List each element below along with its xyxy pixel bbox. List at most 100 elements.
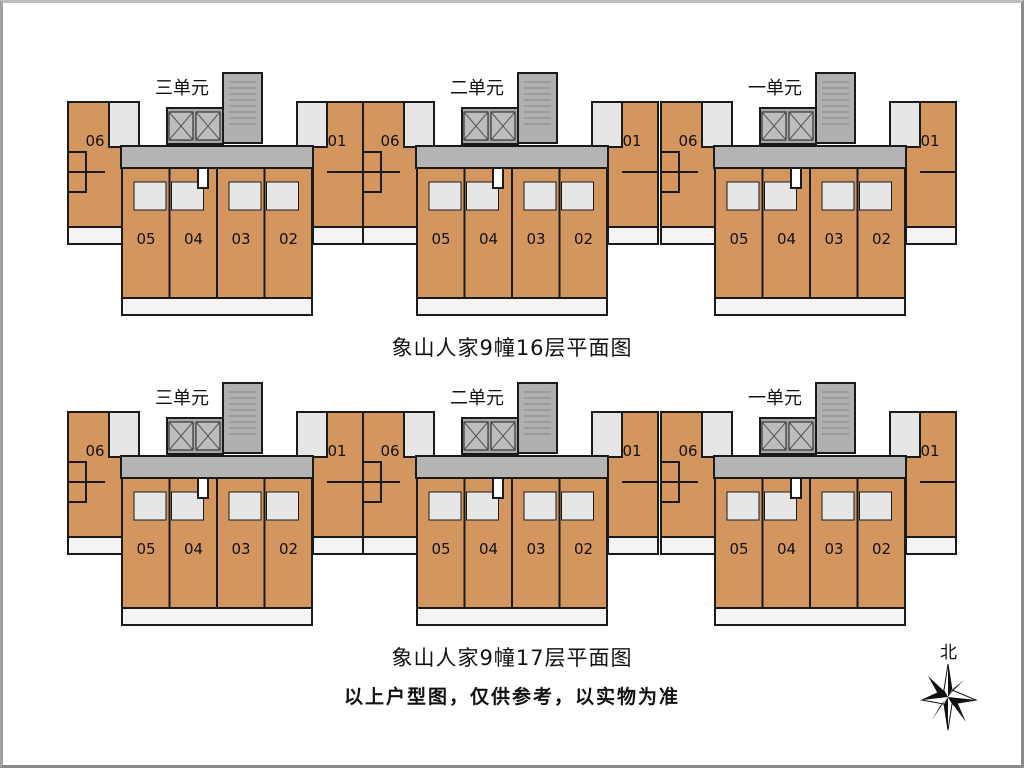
room-label: 01: [920, 132, 939, 150]
room-label: 03: [526, 540, 545, 558]
bathroom: [403, 101, 435, 148]
elevator-x: [168, 111, 194, 141]
elevator-x: [788, 111, 814, 141]
room-label: 05: [431, 540, 450, 558]
bathroom: [266, 181, 299, 211]
bathroom: [726, 181, 760, 211]
room-label: 01: [622, 132, 641, 150]
elevator-x: [761, 111, 787, 141]
room-label: 03: [526, 230, 545, 248]
unit-label: 二单元: [450, 388, 504, 409]
north-label: 北: [940, 643, 957, 663]
balcony-strip: [416, 606, 608, 626]
room-label: 04: [184, 230, 203, 248]
balcony-strip: [714, 296, 906, 316]
room-label: 05: [729, 540, 748, 558]
elevator-x: [788, 421, 814, 451]
bathroom: [228, 181, 262, 211]
bathroom: [133, 181, 167, 211]
bathroom: [726, 491, 760, 521]
unit-label: 三单元: [155, 78, 209, 99]
stairwell: [815, 382, 856, 454]
unit-label: 一单元: [748, 388, 802, 409]
bathroom: [523, 491, 557, 521]
room-label: 02: [574, 540, 593, 558]
bathroom: [859, 491, 892, 521]
bathroom: [108, 411, 140, 458]
room-label: 04: [777, 230, 796, 248]
room-label: 06: [85, 442, 104, 460]
bathroom: [266, 491, 299, 521]
bathroom: [296, 411, 328, 458]
room-label: 05: [431, 230, 450, 248]
elevator-x: [195, 111, 221, 141]
compass-icon: [920, 663, 978, 731]
room-label: 01: [622, 442, 641, 460]
shaft: [492, 477, 504, 499]
floor-16-title: 象山人家9幢16层平面图: [391, 336, 633, 360]
room-label: 01: [327, 442, 346, 460]
unit-label: 一单元: [748, 78, 802, 99]
shaft: [197, 167, 209, 189]
room-label: 06: [678, 442, 697, 460]
room-label: 06: [678, 132, 697, 150]
room-label: 04: [479, 540, 498, 558]
elevator-x: [463, 111, 489, 141]
elevator-x: [168, 421, 194, 451]
bathroom: [428, 491, 462, 521]
room-label: 02: [574, 230, 593, 248]
unit-block: 05 04 03 02 06 01 二单元: [362, 382, 659, 626]
stairwell: [517, 382, 558, 454]
bathroom: [591, 101, 623, 148]
room-label: 06: [380, 442, 399, 460]
bathroom: [296, 101, 328, 148]
room-label: 04: [184, 540, 203, 558]
room-label: 03: [231, 230, 250, 248]
corridor: [415, 145, 609, 169]
room-label: 03: [824, 230, 843, 248]
bathroom: [859, 181, 892, 211]
room-label: 05: [729, 230, 748, 248]
shaft: [492, 167, 504, 189]
shaft: [197, 477, 209, 499]
bathroom: [821, 181, 855, 211]
bathroom: [428, 181, 462, 211]
bathroom: [591, 411, 623, 458]
corridor: [120, 455, 314, 479]
corridor: [713, 455, 907, 479]
room-label: 02: [279, 540, 298, 558]
bathroom: [701, 101, 733, 148]
bathroom: [561, 491, 594, 521]
elevator-x: [463, 421, 489, 451]
room-label: 05: [136, 540, 155, 558]
floor-17-title: 象山人家9幢17层平面图: [391, 646, 633, 670]
corridor: [415, 455, 609, 479]
bathroom: [228, 491, 262, 521]
room-label: 06: [380, 132, 399, 150]
room-label: 01: [920, 442, 939, 460]
bathroom: [889, 411, 921, 458]
bathroom: [133, 491, 167, 521]
balcony-strip: [416, 296, 608, 316]
balcony-strip: [121, 606, 313, 626]
stairwell: [222, 72, 263, 144]
bathroom: [889, 101, 921, 148]
bathroom: [403, 411, 435, 458]
stairwell: [815, 72, 856, 144]
shaft: [790, 167, 802, 189]
room-label: 02: [279, 230, 298, 248]
bathroom: [561, 181, 594, 211]
room-label: 03: [824, 540, 843, 558]
corridor: [713, 145, 907, 169]
elevator-x: [195, 421, 221, 451]
balcony-strip: [714, 606, 906, 626]
elevator-x: [490, 111, 516, 141]
balcony-strip: [121, 296, 313, 316]
floor-plans: 05 04 03 02 06 01 三单元 05 04 03 02 06 01 二单元 05 04 03 02 06…: [67, 72, 957, 626]
